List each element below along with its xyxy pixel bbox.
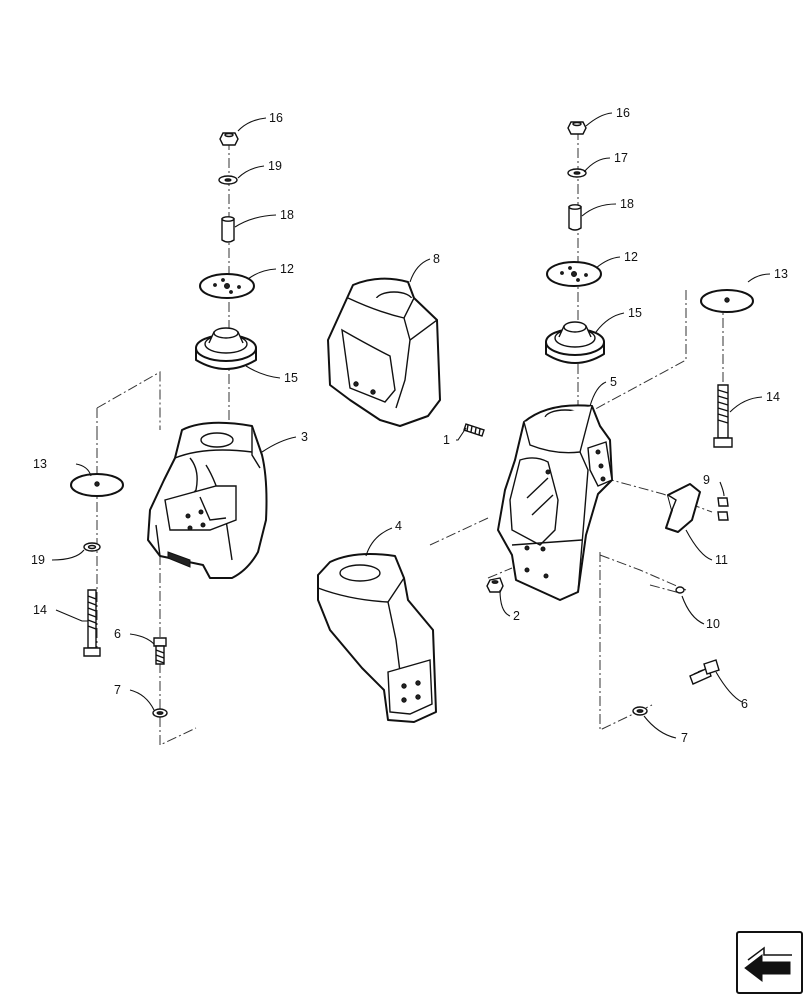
part-2-nut[interactable] <box>486 577 504 593</box>
part-11-clip[interactable] <box>665 483 701 533</box>
navigation-arrow-icon[interactable] <box>736 931 803 994</box>
part-6-bolt-left[interactable] <box>153 637 167 665</box>
callout-11: 11 <box>715 553 728 567</box>
part-16-nut-left[interactable] <box>219 132 239 146</box>
part-1-stud[interactable] <box>463 423 485 437</box>
part-5-right-bracket[interactable] <box>497 404 613 601</box>
callout-4: 4 <box>395 519 402 533</box>
callout-15-left: 15 <box>284 371 298 385</box>
part-16-nut-right[interactable] <box>567 121 587 135</box>
callout-10: 10 <box>706 617 720 631</box>
part-7-washer-right[interactable] <box>632 706 648 716</box>
callout-2: 2 <box>513 609 520 623</box>
callout-5: 5 <box>610 375 617 389</box>
part-14-bolt-right[interactable] <box>713 384 733 448</box>
callout-14-right: 14 <box>766 390 780 404</box>
part-15-rubber-mount-right[interactable] <box>545 321 605 364</box>
callout-9: 9 <box>703 473 710 487</box>
callout-8: 8 <box>433 252 440 266</box>
callout-13-left: 13 <box>33 457 47 471</box>
part-13-plate-left[interactable] <box>70 473 124 497</box>
part-17-washer-right[interactable] <box>567 168 587 178</box>
part-7-washer-left[interactable] <box>152 708 168 718</box>
part-19-washer-upper-left[interactable] <box>218 175 238 185</box>
callout-16-left: 16 <box>269 111 283 125</box>
part-15-rubber-mount-left[interactable] <box>195 327 257 370</box>
callout-labels: 16 19 18 12 15 3 13 19 14 6 7 8 4 1 2 5 … <box>31 106 788 745</box>
leader-lines <box>51 112 771 739</box>
part-6-bolt-right[interactable] <box>689 659 720 685</box>
callout-7-left: 7 <box>114 683 121 697</box>
part-12-plate-right[interactable] <box>546 261 602 287</box>
part-12-plate-left[interactable] <box>199 273 255 299</box>
part-10-pin[interactable] <box>675 586 685 594</box>
callout-19-lower-left: 19 <box>31 553 45 567</box>
callout-7-right: 7 <box>681 731 688 745</box>
callout-6-left: 6 <box>114 627 121 641</box>
part-19-washer-lower-left[interactable] <box>83 542 101 552</box>
callout-6-right: 6 <box>741 697 748 711</box>
callout-19-upper-left: 19 <box>268 159 282 173</box>
part-13-plate-right[interactable] <box>700 289 754 313</box>
callout-3: 3 <box>301 430 308 444</box>
part-3-left-bracket[interactable] <box>147 421 268 579</box>
callout-16-right: 16 <box>616 106 630 120</box>
callout-15-right: 15 <box>628 306 642 320</box>
callout-12-left: 12 <box>280 262 294 276</box>
callout-18-right: 18 <box>620 197 634 211</box>
callout-17: 17 <box>614 151 628 165</box>
callout-13-right: 13 <box>774 267 788 281</box>
callout-14-left: 14 <box>33 603 47 617</box>
part-18-sleeve-right[interactable] <box>568 204 582 231</box>
part-4-lower-bracket[interactable] <box>317 553 437 723</box>
center-lines <box>96 130 724 746</box>
part-8-upper-bracket[interactable] <box>327 277 441 427</box>
part-18-sleeve-left[interactable] <box>221 216 235 243</box>
callout-12-right: 12 <box>624 250 638 264</box>
callout-1: 1 <box>443 433 450 447</box>
callout-18-left: 18 <box>280 208 294 222</box>
part-14-bolt-left[interactable] <box>83 589 101 657</box>
part-9-screws[interactable] <box>717 497 729 521</box>
